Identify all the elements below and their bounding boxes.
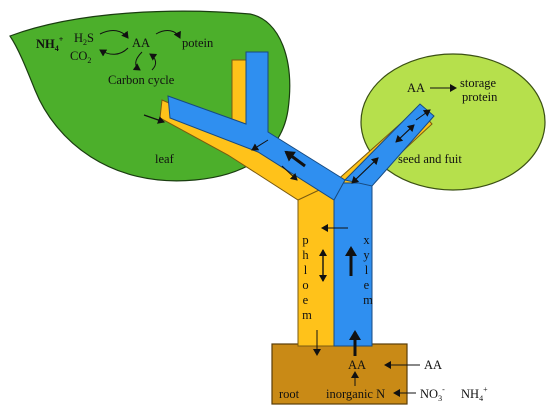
root-name-label: root xyxy=(279,387,300,401)
external-aa-label: AA xyxy=(424,358,442,372)
leaf-name-label: leaf xyxy=(155,152,175,166)
root-aa-label: AA xyxy=(348,358,366,372)
leaf-co2-label: CO2 xyxy=(70,49,91,65)
leaf-loading-arrow xyxy=(143,114,165,124)
external-nh4-label: NH4+ xyxy=(461,385,488,403)
xylem-label: x y l e m xyxy=(363,233,373,307)
seed-xylem-bidirectional-arrow xyxy=(395,124,415,143)
seed-name-label: seed and fuit xyxy=(398,152,462,166)
leaf-protein-label: potein xyxy=(182,36,214,50)
seed-entry-arrow xyxy=(415,109,431,121)
root-inorganic-label: inorganic N xyxy=(326,387,385,401)
leaf-aa-label: AA xyxy=(132,36,150,50)
leaf-cycle-arrows xyxy=(99,30,181,71)
seed-fruit-shape xyxy=(360,53,546,191)
root-box xyxy=(271,343,408,405)
phloem-label: p h l o e m xyxy=(302,233,312,322)
external-no3-label: NO3- xyxy=(420,385,445,403)
seed-protein-label: protein xyxy=(462,90,498,104)
leaf-nh4-label: NH4+ xyxy=(36,35,64,53)
phloem-left-arm-arrow xyxy=(251,139,269,151)
seed-storage-label: storage xyxy=(460,76,497,90)
carbon-cycle-label: Carbon cycle xyxy=(108,73,175,87)
xylem-to-leaf-arrow xyxy=(284,150,306,168)
seed-aa-label: AA xyxy=(407,81,425,95)
transport-arrows xyxy=(143,109,431,397)
seed-phloem-bidirectional-arrow xyxy=(351,157,379,184)
phloem-down-arm-arrow xyxy=(281,165,298,181)
leaf-h2s-label: H2S xyxy=(74,31,94,47)
